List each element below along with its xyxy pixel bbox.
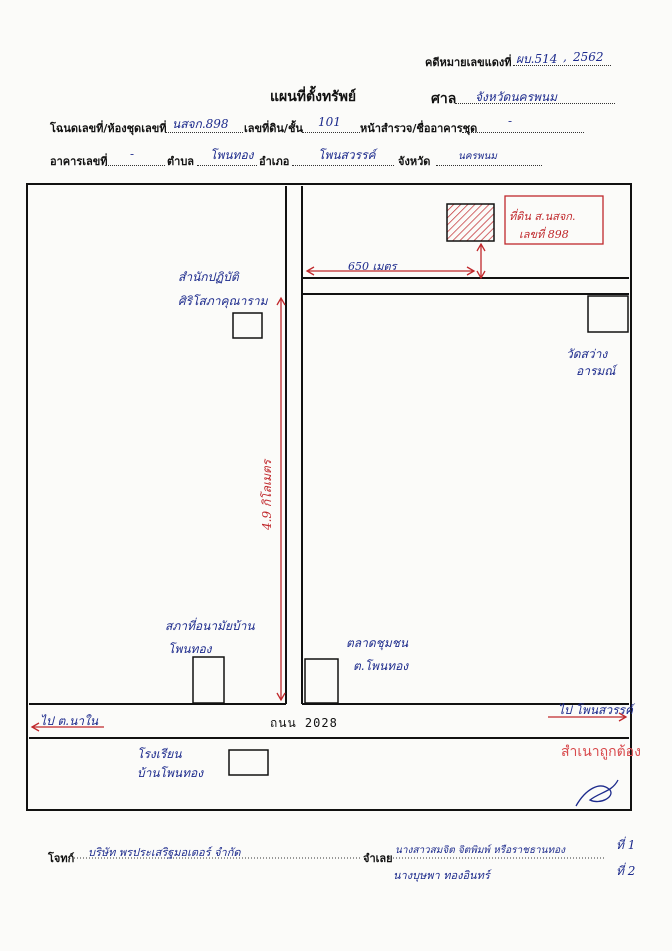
property-label-box: [504, 195, 604, 245]
school-label-1: โรงเรียน: [137, 747, 182, 761]
office-label-1: สำนักปฏิบัติ: [178, 270, 239, 284]
hall-label-2: โพนทอง: [168, 642, 212, 656]
court-value: จังหวัดนครพนม: [475, 90, 558, 104]
building-label: อาคารเลขที่: [50, 155, 108, 168]
temple-label-2: อารมณ์: [576, 364, 616, 378]
left-direction-label: ไป ต.นาใน: [40, 714, 99, 728]
certified-stamp: สำเนาถูกต้อง: [561, 744, 641, 760]
case-year-value: 2562: [573, 50, 604, 64]
building-line: [105, 151, 165, 166]
subdistrict-value: โพนทอง: [210, 148, 254, 162]
temple-label-1: วัดสว่าง: [566, 347, 608, 361]
deed-value: นสจก.898: [172, 117, 229, 131]
market-building: [304, 658, 339, 704]
office-building: [232, 312, 263, 339]
survey-label: หน้าสำรวจ/ชื่ออาคารชุด: [360, 122, 478, 135]
deed-line: [165, 118, 243, 133]
court-line: [455, 89, 615, 104]
province-value: นครพนม: [458, 151, 497, 162]
district-line: [292, 151, 394, 166]
school-label-2: บ้านโพนทอง: [137, 766, 204, 780]
district-value: โพนสวรรค์: [318, 148, 376, 162]
hall-label-1: สภาที่อนามัยบ้าน: [165, 619, 255, 633]
defendant-no-1: ที่ 1: [616, 838, 636, 852]
district-label: อำเภอ: [259, 155, 290, 168]
market-label-2: ต.โพนทอง: [353, 659, 409, 673]
defendant-value-2: นางบุษพา ทองอินทร์: [393, 869, 490, 882]
property-plot: [446, 203, 495, 242]
market-label-1: ตลาดชุมชน: [346, 636, 409, 650]
land-no-line: [302, 118, 360, 133]
case-no-value: ผบ.514: [516, 52, 558, 66]
survey-line: [462, 118, 584, 133]
survey-value: -: [508, 114, 513, 128]
plaintiff-value: บริษัท พรประเสริฐมอเตอร์ จำกัด: [88, 846, 241, 859]
map-frame: [26, 183, 632, 811]
road-2028-label: ถนน 2028: [270, 716, 338, 730]
case-no-line: [513, 51, 611, 66]
right-direction-label: ไป โพนสวรรค์: [558, 703, 634, 717]
defendant-label: จำเลย: [363, 852, 393, 865]
document-title: แผนที่ตั้งทรัพย์: [270, 89, 357, 105]
subdistrict-label: ตำบล: [167, 155, 195, 168]
land-no-value: 101: [318, 115, 341, 129]
subdistrict-line: [197, 151, 257, 166]
property-label-2: เลขที่ 898: [519, 228, 569, 241]
case-no-label: คดีหมายเลขแดงที่: [425, 56, 512, 69]
building-value: -: [130, 147, 135, 161]
vertical-distance-label: 4.9 กิโลเมตร: [260, 459, 274, 530]
deed-label: โฉนดเลขที่/ห้องชุดเลขที่: [50, 122, 167, 135]
temple-building: [587, 295, 629, 333]
school-building: [228, 749, 269, 776]
land-no-label: เลขที่ดิน/ชั้น: [244, 122, 303, 135]
office-label-2: ศิริโสภาคุณาราม: [178, 294, 268, 308]
property-label-1: ที่ดิน ส.นสจก.: [509, 210, 576, 223]
province-label: จังหวัด: [398, 155, 431, 168]
distance-label-650: 650 เมตร: [348, 260, 397, 273]
defendant-no-2: ที่ 2: [616, 864, 636, 878]
defendant-value-1: นางสาวสมจิต จิตพิมพ์ หรือราชธานทอง: [395, 845, 565, 856]
plaintiff-label: โจทก์: [48, 852, 75, 865]
hall-building: [192, 656, 225, 704]
signature-scribble: [575, 779, 619, 807]
court-label: ศาล: [431, 91, 457, 107]
province-line: [436, 151, 542, 166]
